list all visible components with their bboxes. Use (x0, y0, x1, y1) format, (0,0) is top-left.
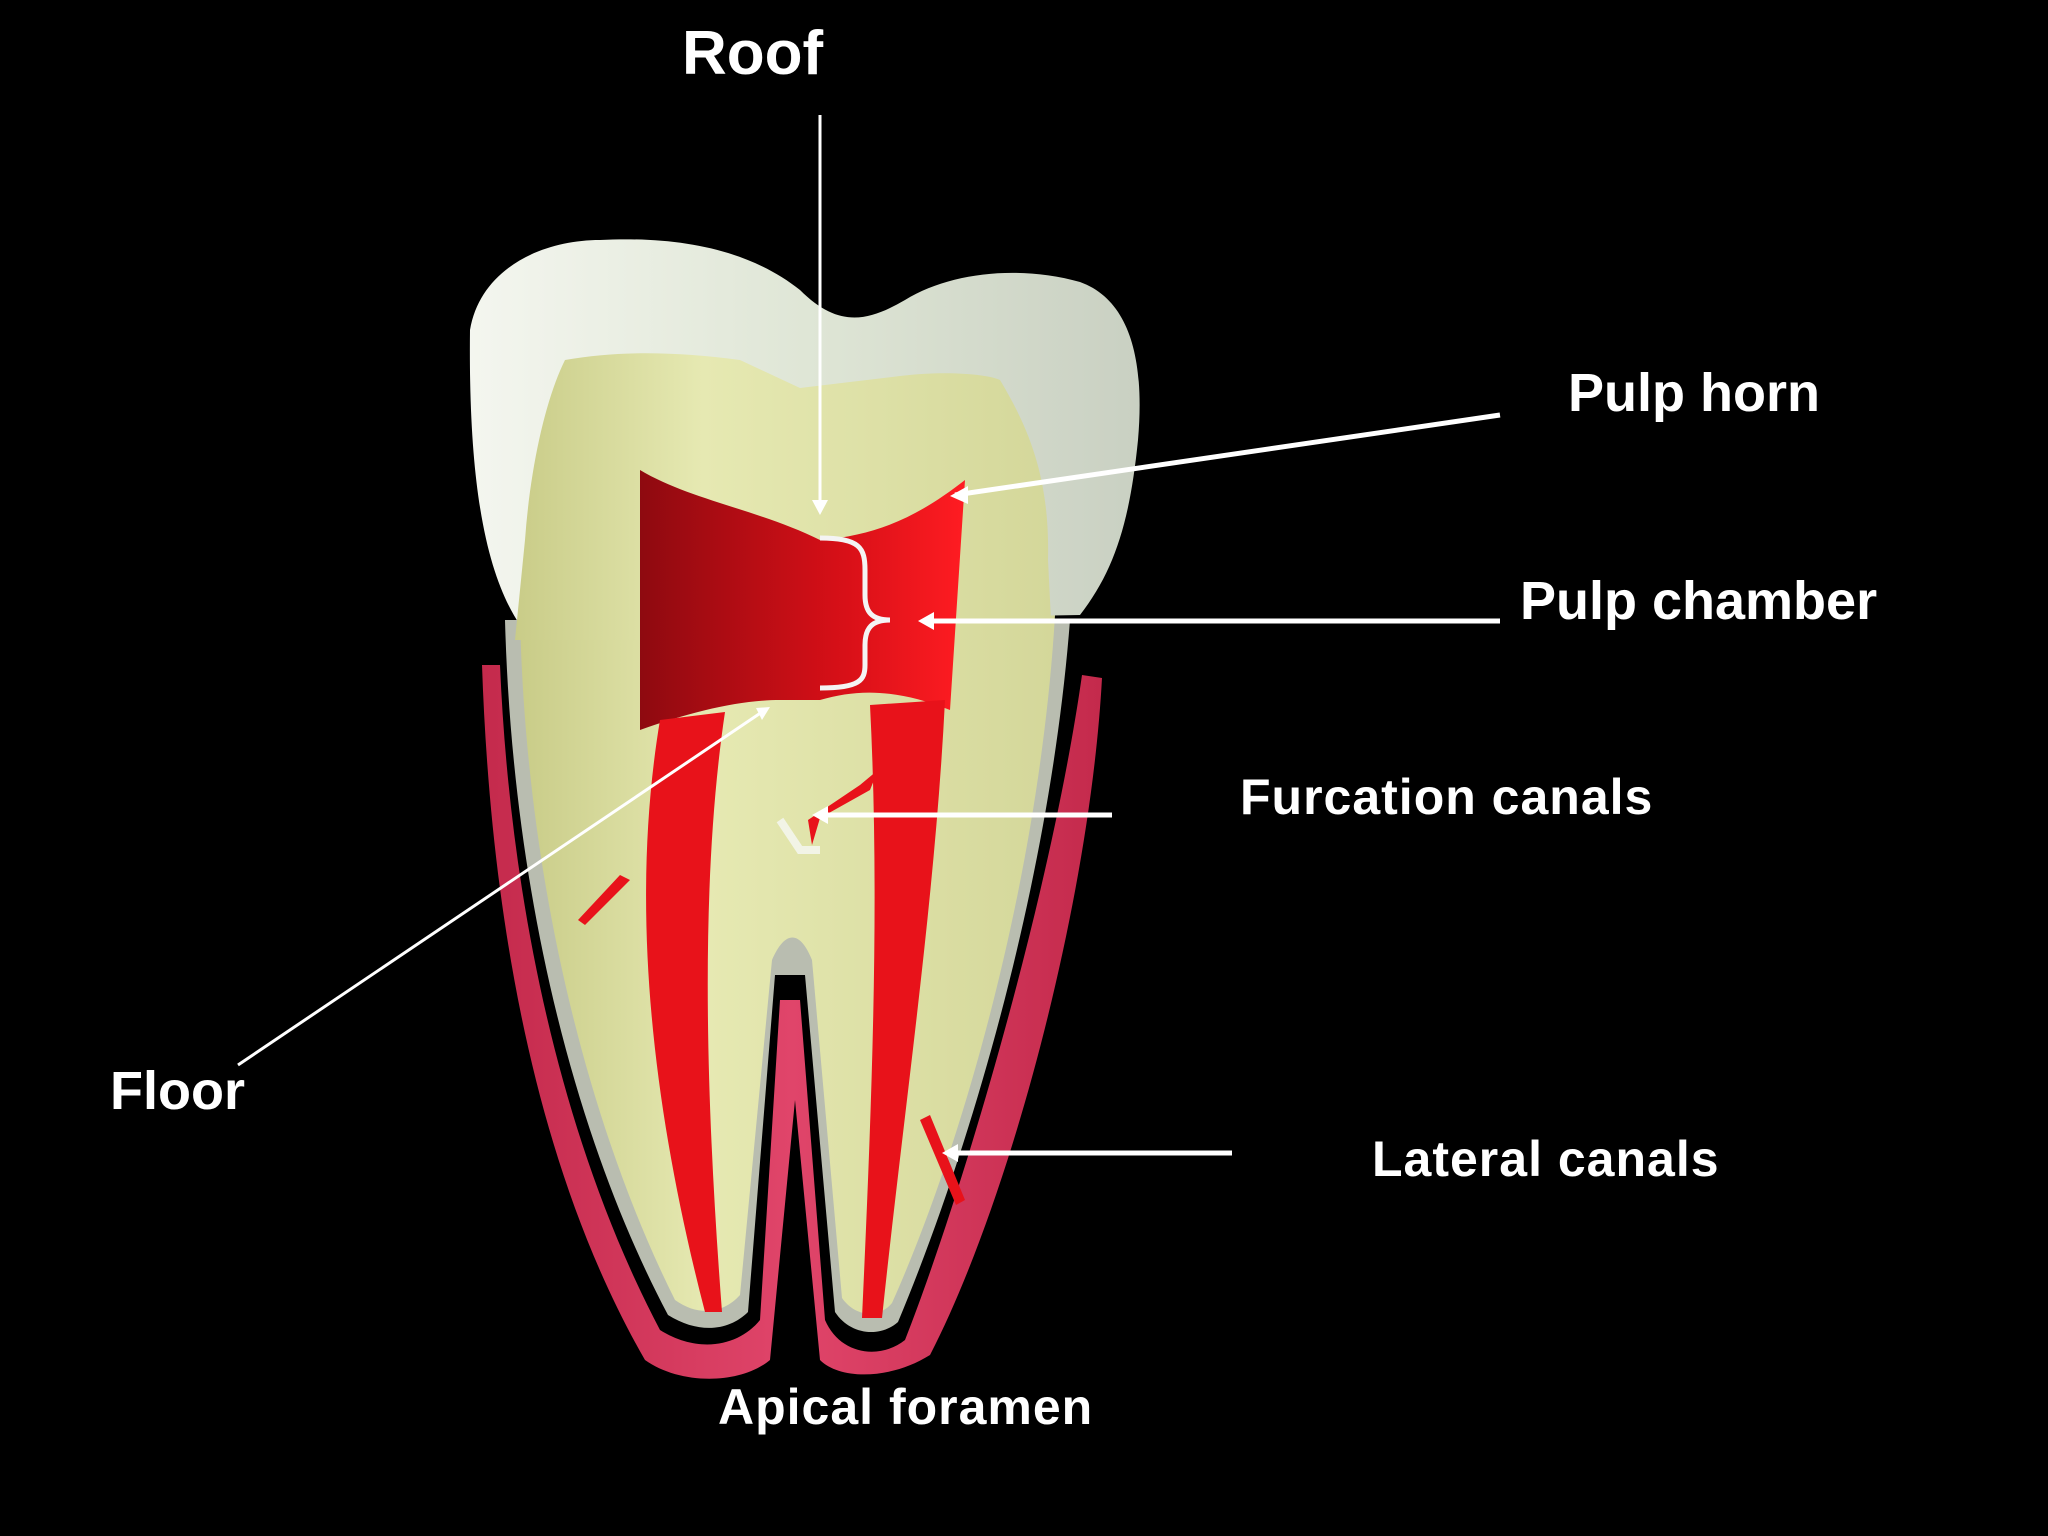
pulp-chamber-brace (819, 535, 891, 691)
lateral-canals-label: Lateral canals (1372, 1131, 1720, 1187)
pulp-chamber-label: Pulp chamber (1520, 571, 1878, 631)
pulp-horn-pointer (954, 412, 1501, 498)
apical-foramen-label: Apical foramen (718, 1379, 1094, 1435)
roof-label: Roof (682, 19, 824, 88)
furcation-ridge (776, 817, 820, 854)
pulp-horn-arrowhead (950, 486, 968, 504)
lateral-arrowhead (942, 1144, 958, 1162)
lateral-canal-branch-left (578, 875, 630, 925)
furcation-arrowhead (812, 806, 828, 824)
floor-arrowhead (756, 707, 770, 720)
furcation-canals-label: Furcation canals (1240, 769, 1654, 825)
pulp-chamber-shape (640, 470, 965, 730)
roof-arrowhead (812, 500, 828, 515)
floor-label: Floor (110, 1061, 245, 1121)
root-canal-right (862, 700, 945, 1318)
pulp-chamber-arrowhead (918, 612, 934, 630)
root-canal-left (646, 712, 725, 1312)
lateral-canal-branch-right (920, 1115, 965, 1205)
gingiva-outline (482, 665, 1102, 1379)
floor-pointer (237, 708, 766, 1067)
furcation-canal-branch (808, 770, 878, 845)
pulp-horn-label: Pulp horn (1568, 363, 1820, 423)
